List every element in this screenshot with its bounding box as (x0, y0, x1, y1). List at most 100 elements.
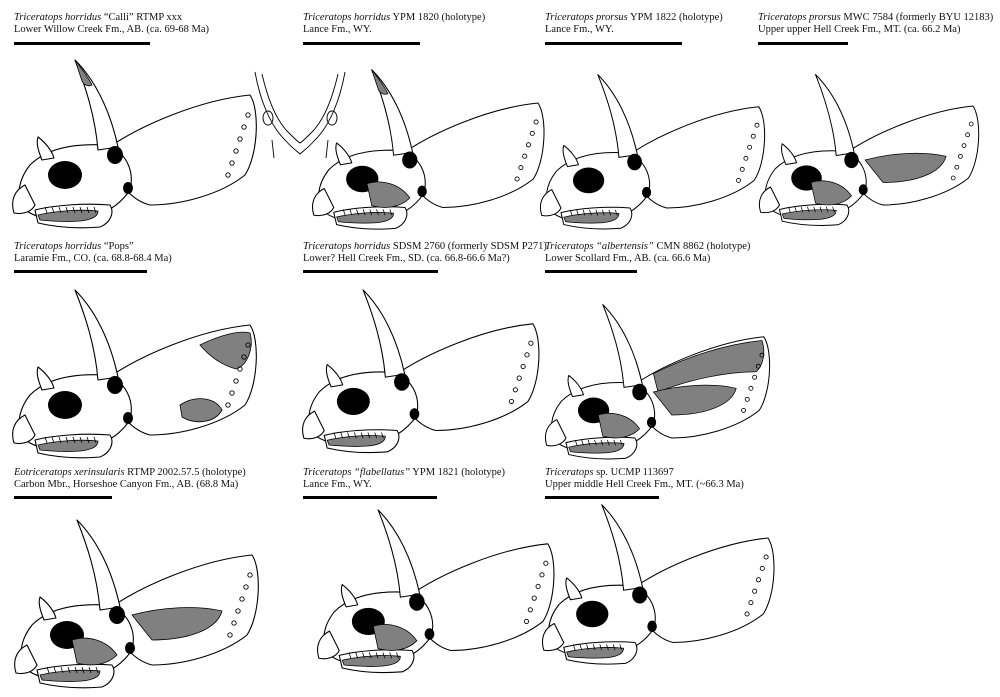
tooth (607, 439, 610, 446)
jaw-patch (326, 435, 386, 447)
frill (406, 543, 555, 652)
locality: Lower Willow Creek Fm., AB. (ca. 69-68 M… (14, 24, 210, 35)
taxon-name: Triceratops prorsus (545, 12, 628, 23)
epoccipital (755, 363, 761, 369)
specimen-id: RTMP 2002.57.5 (holotype) (124, 467, 246, 478)
tooth (374, 432, 377, 439)
tooth (95, 666, 99, 674)
caption: Triceratops horridus YPM 1820 (holotype)… (303, 12, 543, 36)
brow-horn (74, 289, 119, 381)
rostral-beak (302, 410, 325, 440)
epoccipital (225, 402, 231, 408)
epoccipital (233, 378, 239, 384)
nasal-horn (38, 596, 57, 621)
rostral-beak (539, 189, 562, 217)
nasal-horn (565, 577, 583, 601)
locality: Lance Fm., WY. (545, 24, 614, 35)
specimen-id: YPM 1822 (holotype) (627, 12, 723, 23)
locality: Laramie Fm., CO. (ca. 68.8-68.4 Ma) (14, 253, 172, 264)
tooth (348, 652, 352, 659)
panel-calli: Triceratops horridus “Calli” RTMP xxx Lo… (14, 12, 254, 242)
jaw-patch (37, 209, 99, 222)
missing-bone-patch (652, 384, 737, 416)
epoccipital (950, 175, 956, 181)
caption: Triceratops “albertensis” CMN 8862 (holo… (545, 241, 785, 265)
tooth (67, 666, 71, 674)
epoccipital (531, 595, 537, 601)
tooth (612, 644, 616, 651)
missing-bone-patch (810, 180, 852, 206)
tooth (586, 644, 589, 651)
tooth (86, 436, 90, 444)
skull-calli (12, 59, 257, 229)
tooth (825, 206, 829, 213)
tooth (608, 209, 612, 216)
panel-ypm1821: Triceratops “flabellatus” YPM 1821 (holo… (303, 467, 543, 697)
specimen-id: YPM 1820 (holotype) (390, 12, 486, 23)
supratemporal-fenestra (107, 146, 123, 164)
lateral-fenestra (409, 408, 420, 420)
tooth (65, 206, 69, 214)
tooth (51, 206, 55, 214)
lateral-fenestra (123, 412, 133, 424)
supratemporal-fenestra (394, 373, 410, 391)
scale-bar (545, 270, 637, 273)
tooth (360, 432, 364, 439)
scale-bar (14, 496, 112, 499)
tooth (613, 439, 617, 446)
locality: Lower? Hell Creek Fm., SD. (ca. 66.8-66.… (303, 253, 510, 264)
panel-ucmp113697: Triceratops sp. UCMP 113697 Upper middle… (545, 467, 785, 697)
tooth (389, 209, 393, 216)
scale-bar (14, 270, 147, 273)
tooth (60, 666, 64, 674)
horn-tip-missing (371, 69, 389, 95)
epoccipital (958, 154, 963, 159)
jaw-patch (39, 669, 101, 682)
tooth (340, 432, 344, 439)
skull-sdsm2760 (302, 289, 540, 454)
missing-bone-patch (597, 412, 641, 439)
nasal-horn (340, 584, 359, 608)
skull-ucmp113697 (541, 504, 775, 665)
specimen-id: sp. UCMP 113697 (593, 467, 674, 478)
brow-horn (76, 519, 121, 611)
missing-bone-patch (652, 340, 765, 393)
nasal-horn (325, 364, 344, 388)
orbit (576, 600, 609, 628)
tooth (86, 206, 90, 214)
epoccipital (961, 143, 967, 148)
caption: Triceratops prorsus YPM 1822 (holotype) … (545, 12, 785, 36)
epoccipital (535, 583, 541, 590)
supratemporal-fenestra (632, 383, 647, 401)
orbit (48, 391, 82, 419)
epoccipital (750, 133, 756, 139)
tooth (389, 652, 392, 659)
rostral-beak (544, 419, 567, 447)
jaw-patch (341, 655, 401, 667)
tooth (74, 666, 78, 674)
supratemporal-fenestra (409, 593, 425, 611)
epoccipital (752, 588, 758, 594)
tooth (93, 206, 97, 214)
tooth (381, 432, 384, 439)
tooth (589, 209, 592, 216)
epoccipital (233, 148, 239, 154)
epoccipital (229, 390, 235, 396)
tooth (382, 209, 386, 216)
brow-horn (815, 74, 855, 156)
tooth (65, 436, 69, 444)
orbit (336, 387, 370, 415)
panel-sdsm2760: Triceratops horridus SDSM 2760 (formerly… (303, 241, 547, 471)
supratemporal-fenestra (109, 606, 125, 624)
epoccipital (235, 608, 241, 614)
taxon-name: Triceratops horridus (303, 12, 391, 23)
tooth (813, 206, 816, 213)
missing-bone-patch (131, 607, 223, 641)
tooth (619, 439, 623, 446)
tooth (572, 644, 576, 651)
locality: Lower Scollard Fm., AB. (ca. 66.6 Ma) (545, 253, 711, 264)
panel-pops: Triceratops horridus “Pops” Laramie Fm.,… (14, 241, 254, 471)
panel-ypm1822: Triceratops prorsus YPM 1822 (holotype) … (545, 12, 785, 242)
taxon-name: Triceratops horridus (14, 241, 102, 252)
